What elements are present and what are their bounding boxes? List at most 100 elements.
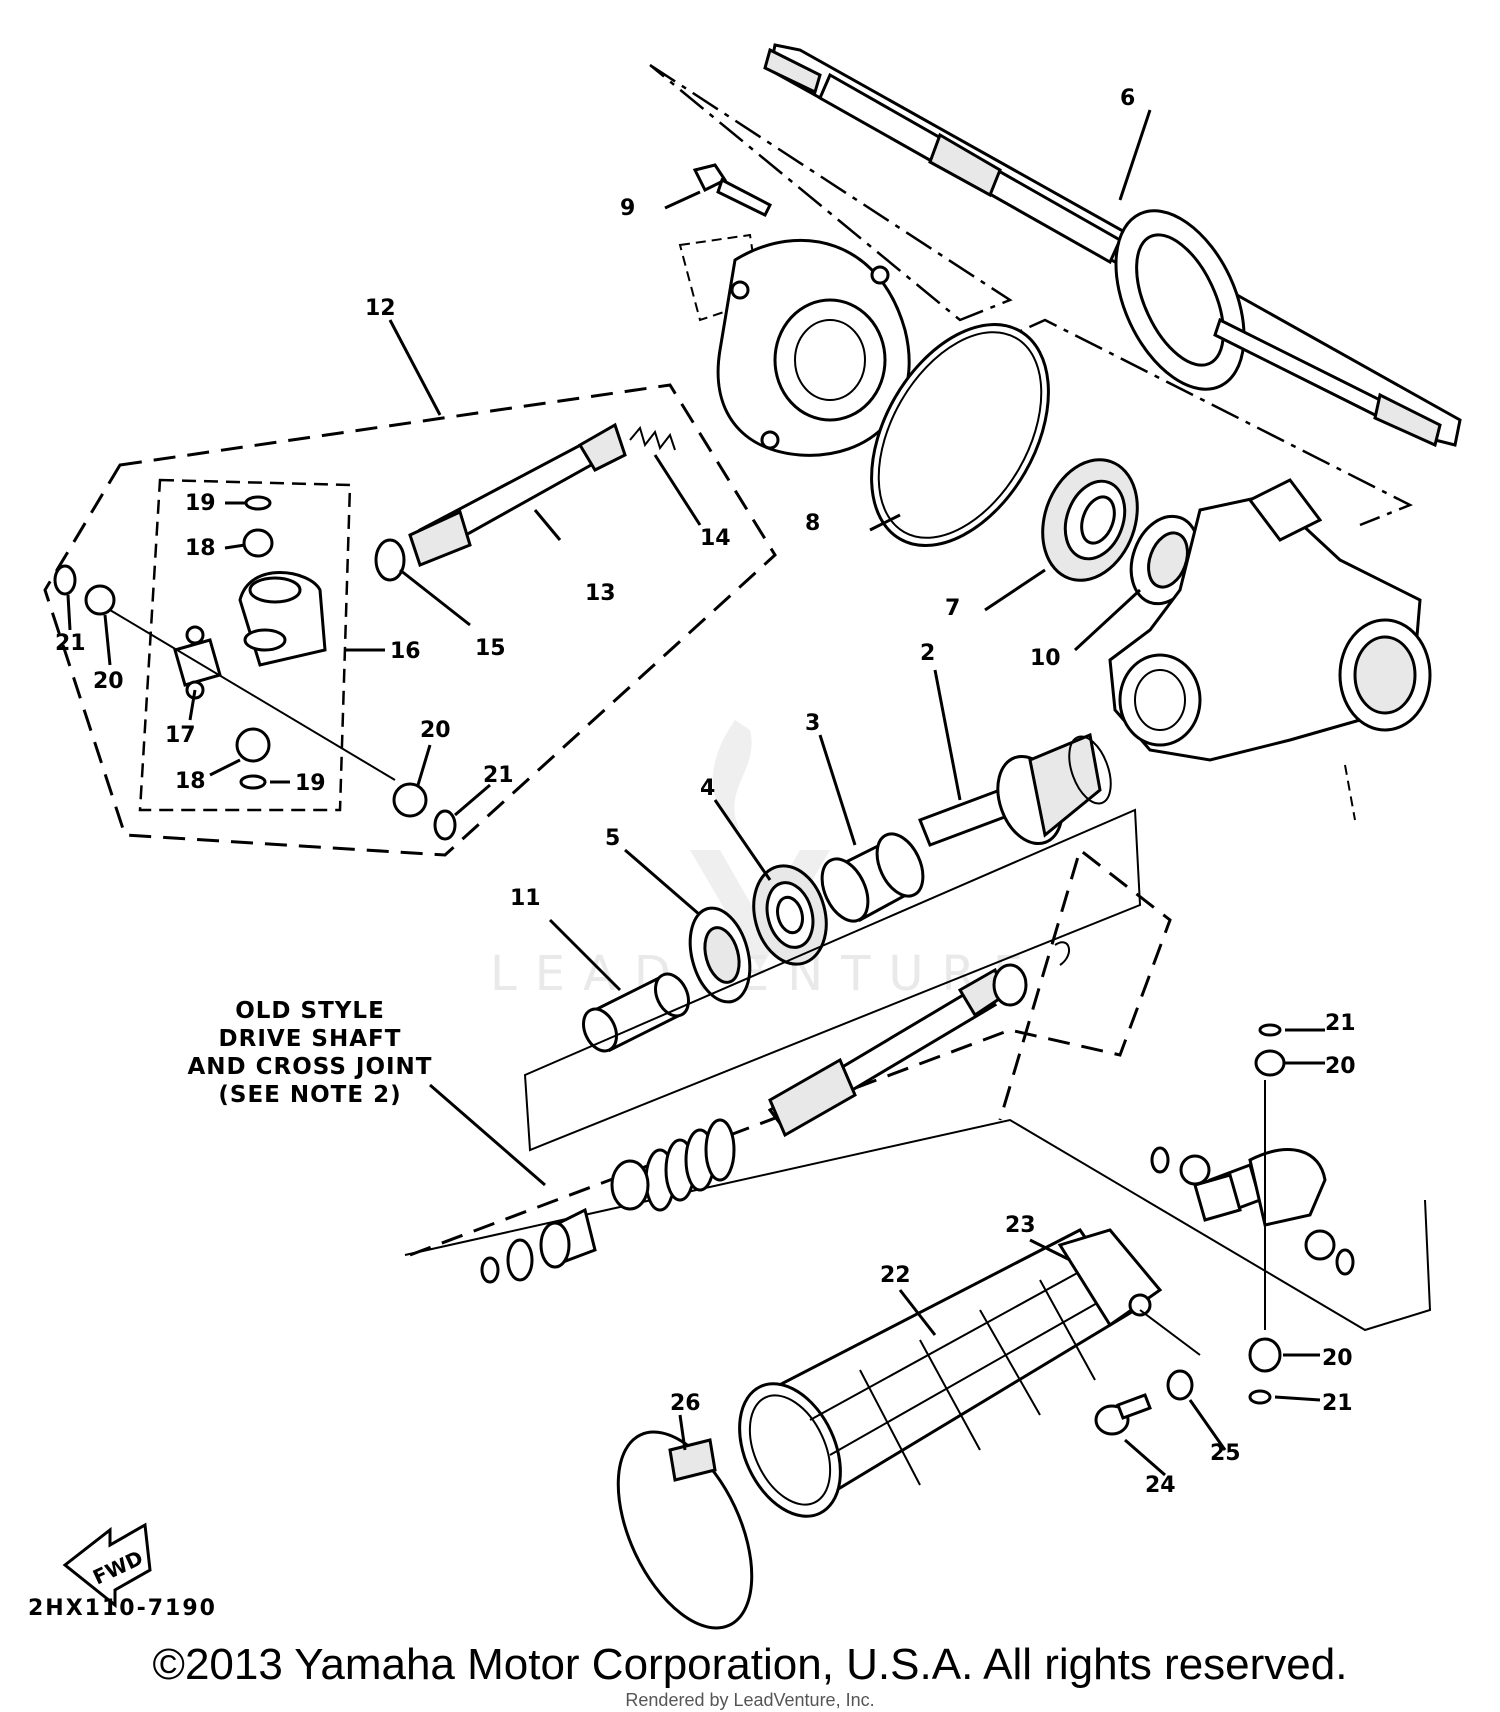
- leader-11: [548, 918, 622, 992]
- clip-21-right: [433, 809, 457, 841]
- band-clamp-26: [616, 1430, 754, 1630]
- bearing-cap-mid: [1179, 1154, 1211, 1186]
- bearing-4: [752, 864, 828, 966]
- copyright-notice: ©2013 Yamaha Motor Corporation, U.S.A. A…: [152, 1640, 1348, 1689]
- leader-18a: [224, 543, 246, 550]
- leader-20b: [416, 744, 432, 786]
- seal-5: [688, 906, 752, 1004]
- leader-23b: [1139, 1309, 1201, 1356]
- clip-mid-2: [1335, 1248, 1355, 1276]
- sleeve-3: [820, 832, 925, 923]
- callout-labels: 6 9 12 8 7 10 2 3 4 5 11 13 14 15 16 17 …: [55, 86, 1356, 1498]
- rubber-boot-22: [738, 1228, 1138, 1518]
- callout-20-upper-right: 20: [1325, 1054, 1356, 1079]
- bearing-cap-20-right: [392, 782, 428, 818]
- clip-19-lower: [239, 774, 267, 790]
- cross-joint-right: [1193, 1080, 1327, 1330]
- bearing-cap-mid-2: [1304, 1229, 1336, 1261]
- washer-old-2: [992, 963, 1028, 1007]
- bearing-cap-18-lower: [235, 727, 271, 763]
- clip-old: [480, 1256, 500, 1284]
- callout-21-upper-right: 21: [1325, 1011, 1356, 1036]
- callout-24: 24: [1145, 1473, 1176, 1498]
- watermark-text: LEADVENTURE: [490, 946, 1041, 1002]
- callout-9: 9: [620, 196, 635, 221]
- bolt-24: [1094, 1393, 1152, 1436]
- callout-20-right: 20: [420, 718, 451, 743]
- clip-21-upper-right: [1258, 1023, 1282, 1037]
- rendered-by-notice: Rendered by LeadVenture, Inc.: [625, 1690, 875, 1710]
- old-style-note: OLD STYLE DRIVE SHAFT AND CROSS JOINT (S…: [188, 998, 432, 1108]
- note-line-2: DRIVE SHAFT: [219, 1026, 402, 1052]
- callout-15: 15: [475, 636, 506, 661]
- old-style-frame-right: [404, 1118, 1432, 1332]
- callout-19-lower: 19: [295, 771, 326, 796]
- bearing-cap-18-upper: [242, 528, 274, 558]
- rear-axle: [763, 43, 1462, 448]
- leader-26: [678, 1414, 687, 1451]
- joint-housing-23: [1057, 1228, 1163, 1328]
- axle-frame-right: [889, 318, 1414, 527]
- callout-16: 16: [390, 639, 421, 664]
- callout-4: 4: [700, 776, 715, 801]
- leader-6: [1118, 109, 1152, 201]
- spring: [644, 1118, 736, 1212]
- callout-21-right: 21: [483, 763, 514, 788]
- bearing-7: [1041, 458, 1139, 582]
- drawing-code: 2HX110-7190: [28, 1596, 217, 1621]
- callout-17: 17: [165, 723, 196, 748]
- clip-21-lower-right: [1248, 1389, 1272, 1405]
- leader-8: [869, 513, 901, 532]
- clip-21-left: [53, 564, 77, 596]
- leader-10: [1073, 588, 1142, 652]
- callout-11: 11: [510, 886, 541, 911]
- clip-mid: [1150, 1146, 1170, 1174]
- callout-12: 12: [365, 296, 396, 321]
- washer-25: [1166, 1369, 1194, 1401]
- leader-24: [1124, 1438, 1166, 1477]
- callout-21-lower-right: 21: [1322, 1391, 1353, 1416]
- callout-3: 3: [805, 711, 820, 736]
- group-16-frame: [138, 478, 352, 812]
- callout-19-upper: 19: [185, 491, 216, 516]
- note-line-1: OLD STYLE: [235, 998, 385, 1024]
- bearing-cap-20-upper-right: [1254, 1049, 1286, 1077]
- leader-2: [933, 669, 962, 801]
- leader-20a: [103, 614, 112, 666]
- bearing-cap-20-lower-right: [1248, 1337, 1282, 1373]
- callout-22: 22: [880, 1263, 911, 1288]
- callout-2: 2: [920, 641, 935, 666]
- shaft-13: [408, 422, 627, 567]
- leader-21d: [1274, 1395, 1321, 1402]
- callout-6: 6: [1120, 86, 1135, 111]
- leader-3: [818, 734, 857, 846]
- leader-5: [624, 848, 701, 917]
- callout-7: 7: [945, 596, 960, 621]
- bearing-cap-20-left: [84, 584, 116, 616]
- pinion-gear-2: [918, 732, 1112, 847]
- leader-note: [429, 1083, 546, 1187]
- leader-21b: [454, 783, 491, 817]
- leader-23: [1029, 1238, 1071, 1262]
- leader-9: [664, 190, 701, 210]
- sleeve-11: [582, 972, 690, 1053]
- group-12-frame: [43, 383, 777, 857]
- callout-26: 26: [670, 1391, 701, 1416]
- callout-23: 23: [1005, 1213, 1036, 1238]
- callout-5: 5: [605, 826, 620, 851]
- callout-14: 14: [700, 526, 731, 551]
- brake-housing: [678, 233, 911, 457]
- watermark: LEADVENTURE: [490, 720, 1041, 1002]
- leader-17: [188, 689, 197, 721]
- bolt-9: [692, 163, 773, 218]
- callout-20-left: 20: [93, 669, 124, 694]
- leader-15: [399, 568, 471, 627]
- drive-shaft: [767, 967, 1007, 1138]
- callout-25: 25: [1210, 1441, 1241, 1466]
- ring-old: [506, 1238, 534, 1282]
- washer-old: [610, 1159, 650, 1211]
- callout-8: 8: [805, 511, 820, 536]
- leader-7: [984, 568, 1046, 612]
- spring-14: [629, 425, 676, 451]
